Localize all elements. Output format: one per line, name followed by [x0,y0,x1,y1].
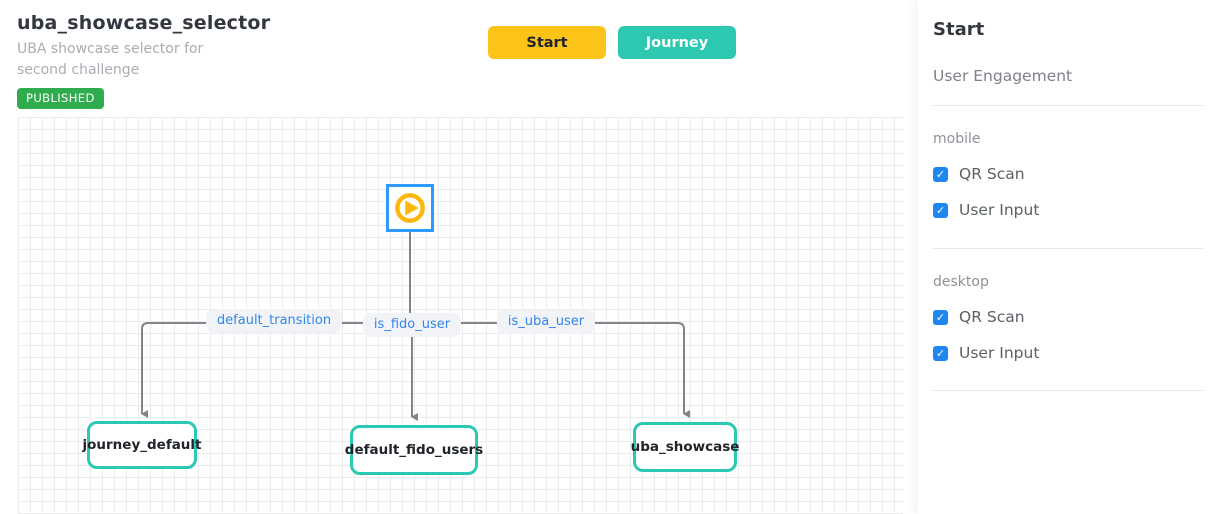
start-node[interactable] [386,184,434,232]
divider [933,390,1203,391]
flow-header: uba_showcase_selector UBA showcase selec… [17,12,277,109]
checkbox-row-mobile-user-input[interactable]: ✓ User Input [933,201,1203,219]
start-button[interactable]: Start [488,26,606,59]
node-settings-panel: Start User Engagement mobile ✓ QR Scan ✓… [918,0,1217,514]
node-journey-default[interactable]: journey_default [83,421,202,469]
checkbox-checked-icon[interactable]: ✓ [933,309,948,325]
edge-label-is-uba-user[interactable]: is_uba_user [496,310,596,334]
node-default-fido-users[interactable]: default_fido_users [345,425,483,475]
divider [933,248,1203,249]
checkbox-row-desktop-qr-scan[interactable]: ✓ QR Scan [933,308,1203,326]
journey-button[interactable]: Journey [618,26,736,59]
checkbox-checked-icon[interactable]: ✓ [933,202,948,218]
section-label-mobile: mobile [933,131,981,147]
checkbox-row-desktop-user-input[interactable]: ✓ User Input [933,344,1203,362]
checkbox-label: User Input [959,344,1040,362]
edge-label-default-transition[interactable]: default_transition [205,309,343,333]
flow-canvas[interactable]: default_transition is_fido_user is_uba_u… [18,117,903,514]
page-subtitle: UBA showcase selector for second challen… [17,41,204,78]
panel-subtitle: User Engagement [933,67,1073,85]
page-title: uba_showcase_selector [17,12,271,34]
section-label-desktop: desktop [933,274,989,290]
edge-label-is-fido-user[interactable]: is_fido_user [362,313,462,337]
divider [933,105,1203,106]
checkbox-label: User Input [959,201,1040,219]
panel-title: Start [933,19,985,40]
checkbox-label: QR Scan [959,165,1025,183]
play-icon [391,189,429,227]
checkbox-label: QR Scan [959,308,1025,326]
checkbox-checked-icon[interactable]: ✓ [933,166,948,182]
checkbox-checked-icon[interactable]: ✓ [933,345,948,361]
status-badge: PUBLISHED [17,88,104,109]
checkbox-row-mobile-qr-scan[interactable]: ✓ QR Scan [933,165,1203,183]
node-uba-showcase[interactable]: uba_showcase [631,422,739,472]
